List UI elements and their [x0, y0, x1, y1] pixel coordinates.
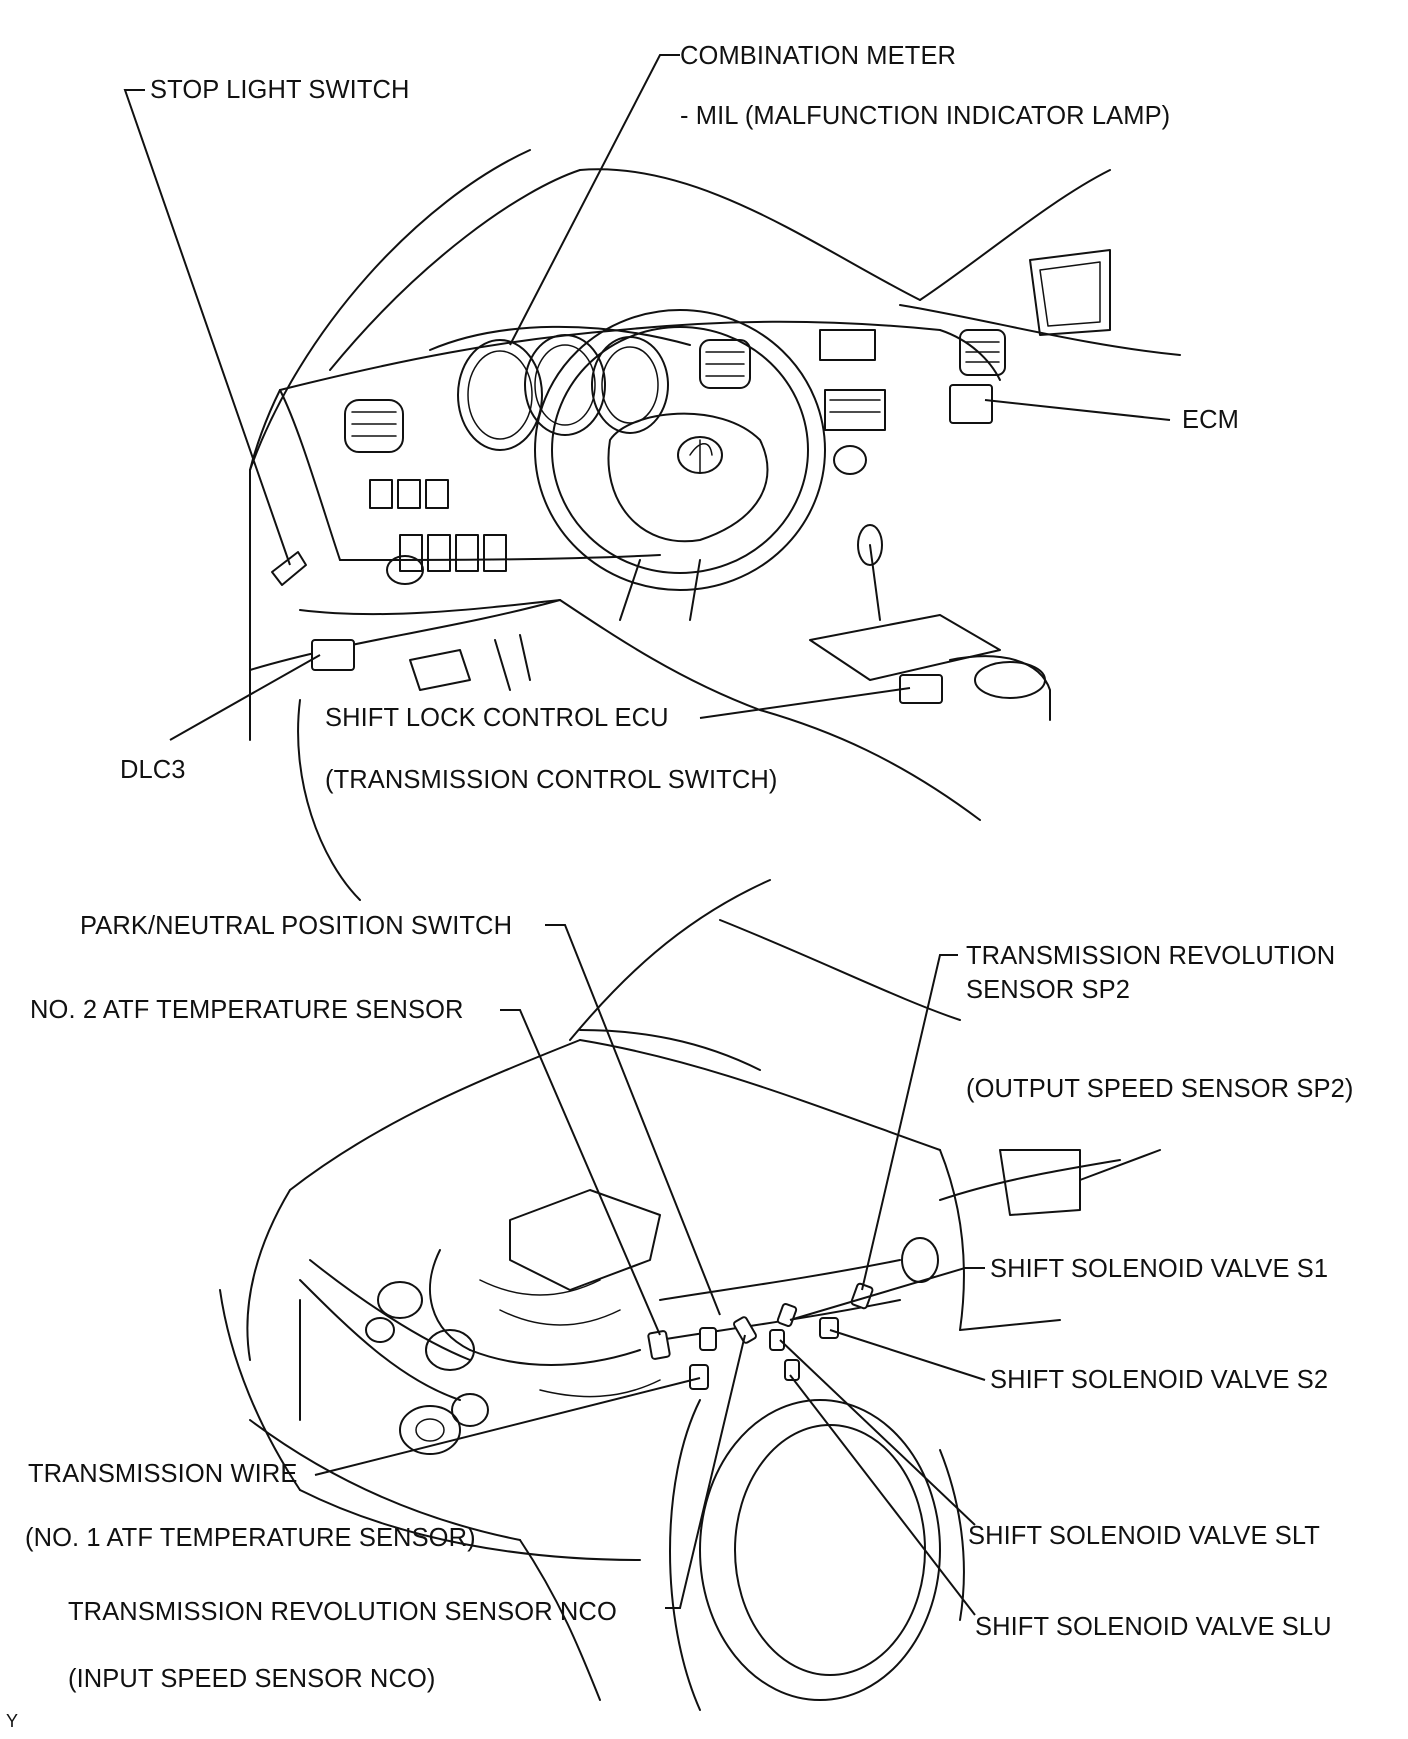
label-park-neutral-position-switch: PARK/NEUTRAL POSITION SWITCH [80, 912, 513, 940]
label-shift-solenoid-valve-slu: SHIFT SOLENOID VALVE SLU [975, 1613, 1332, 1641]
engine-bay-illustration [219, 879, 1161, 1711]
label-stop-light-switch: STOP LIGHT SWITCH [150, 76, 410, 104]
label-shift-solenoid-valve-s1: SHIFT SOLENOID VALVE S1 [990, 1255, 1329, 1283]
label-transmission-revolution-sensor-sp2-line2: SENSOR SP2 [966, 976, 1130, 1004]
dashboard-illustration [249, 149, 1181, 901]
label-input-speed-sensor-nco: (INPUT SPEED SENSOR NCO) [68, 1665, 436, 1693]
label-shift-lock-control-ecu: SHIFT LOCK CONTROL ECU [325, 704, 669, 732]
label-shift-solenoid-valve-s2: SHIFT SOLENOID VALVE S2 [990, 1366, 1329, 1394]
label-combination-meter: COMBINATION METER [680, 42, 957, 70]
label-no2-atf-temperature-sensor: NO. 2 ATF TEMPERATURE SENSOR [30, 996, 464, 1024]
label-shift-solenoid-valve-slt: SHIFT SOLENOID VALVE SLT [968, 1522, 1320, 1550]
label-mil: - MIL (MALFUNCTION INDICATOR LAMP) [680, 102, 1171, 130]
label-transmission-wire: TRANSMISSION WIRE [28, 1460, 298, 1488]
label-ecm: ECM [1182, 406, 1239, 434]
figure-code: Y [6, 1711, 19, 1731]
label-no1-atf-temperature-sensor: (NO. 1 ATF TEMPERATURE SENSOR) [25, 1524, 476, 1552]
label-dlc3: DLC3 [120, 756, 186, 784]
label-transmission-control-switch: (TRANSMISSION CONTROL SWITCH) [325, 766, 778, 794]
label-transmission-revolution-sensor-nco: TRANSMISSION REVOLUTION SENSOR NCO [68, 1598, 617, 1626]
label-transmission-revolution-sensor-sp2-line1: TRANSMISSION REVOLUTION [966, 942, 1336, 970]
label-output-speed-sensor-sp2: (OUTPUT SPEED SENSOR SP2) [966, 1075, 1354, 1103]
leader-lines [123, 54, 1171, 1616]
